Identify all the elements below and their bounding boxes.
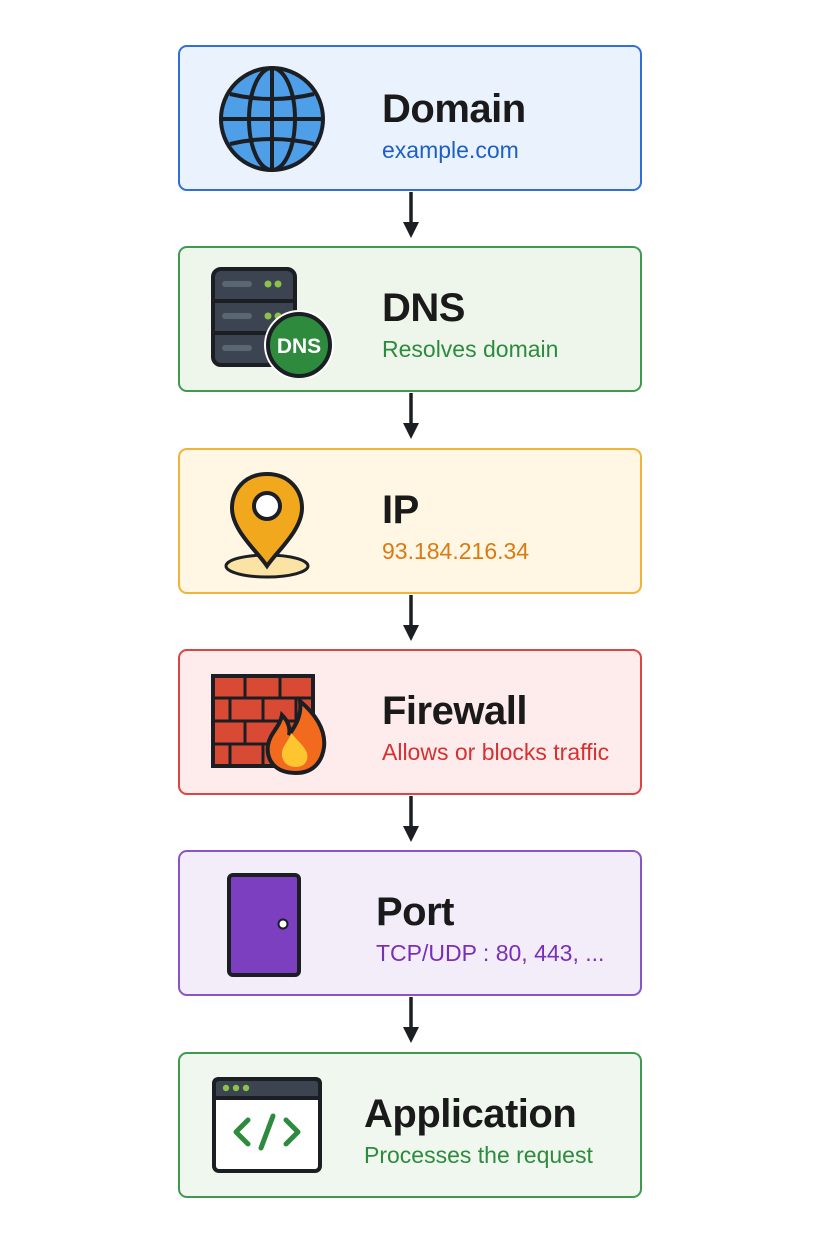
step-title: IP — [382, 488, 419, 532]
step-subtitle: Allows or blocks traffic — [382, 739, 610, 765]
step-title: Port — [376, 890, 455, 934]
step-title: DNS — [382, 286, 465, 330]
step-title: Application — [364, 1092, 577, 1136]
step-subtitle: example.com — [382, 137, 519, 163]
step-dns: DNS DNS Resolves domain — [178, 246, 642, 392]
step-firewall: Firewall Allows or blocks traffic — [178, 649, 642, 795]
dns-badge-label: DNS — [277, 335, 321, 358]
step-port: Port TCP/UDP : 80, 443, ... — [178, 850, 642, 996]
flow-arrow — [403, 192, 419, 238]
step-ip: IP 93.184.216.34 — [178, 448, 642, 594]
flow-arrow — [403, 595, 419, 641]
dns-server-icon: DNS — [211, 267, 334, 378]
flow-arrow — [403, 796, 419, 842]
location-pin-icon — [224, 471, 310, 579]
door-icon — [227, 873, 301, 977]
globe-icon — [219, 66, 325, 172]
code-window-icon — [212, 1077, 322, 1173]
firewall-icon — [211, 674, 327, 776]
step-subtitle: 93.184.216.34 — [382, 538, 530, 564]
flow-arrow — [403, 997, 419, 1043]
step-title: Firewall — [382, 689, 527, 733]
step-subtitle: TCP/UDP : 80, 443, ... — [376, 940, 605, 966]
step-domain: Domain example.com — [178, 45, 642, 191]
step-subtitle: Resolves domain — [382, 336, 559, 362]
step-subtitle: Processes the request — [364, 1142, 593, 1168]
step-application: Application Processes the request — [178, 1052, 642, 1198]
step-title: Domain — [382, 87, 526, 131]
flow-arrow — [403, 393, 419, 439]
